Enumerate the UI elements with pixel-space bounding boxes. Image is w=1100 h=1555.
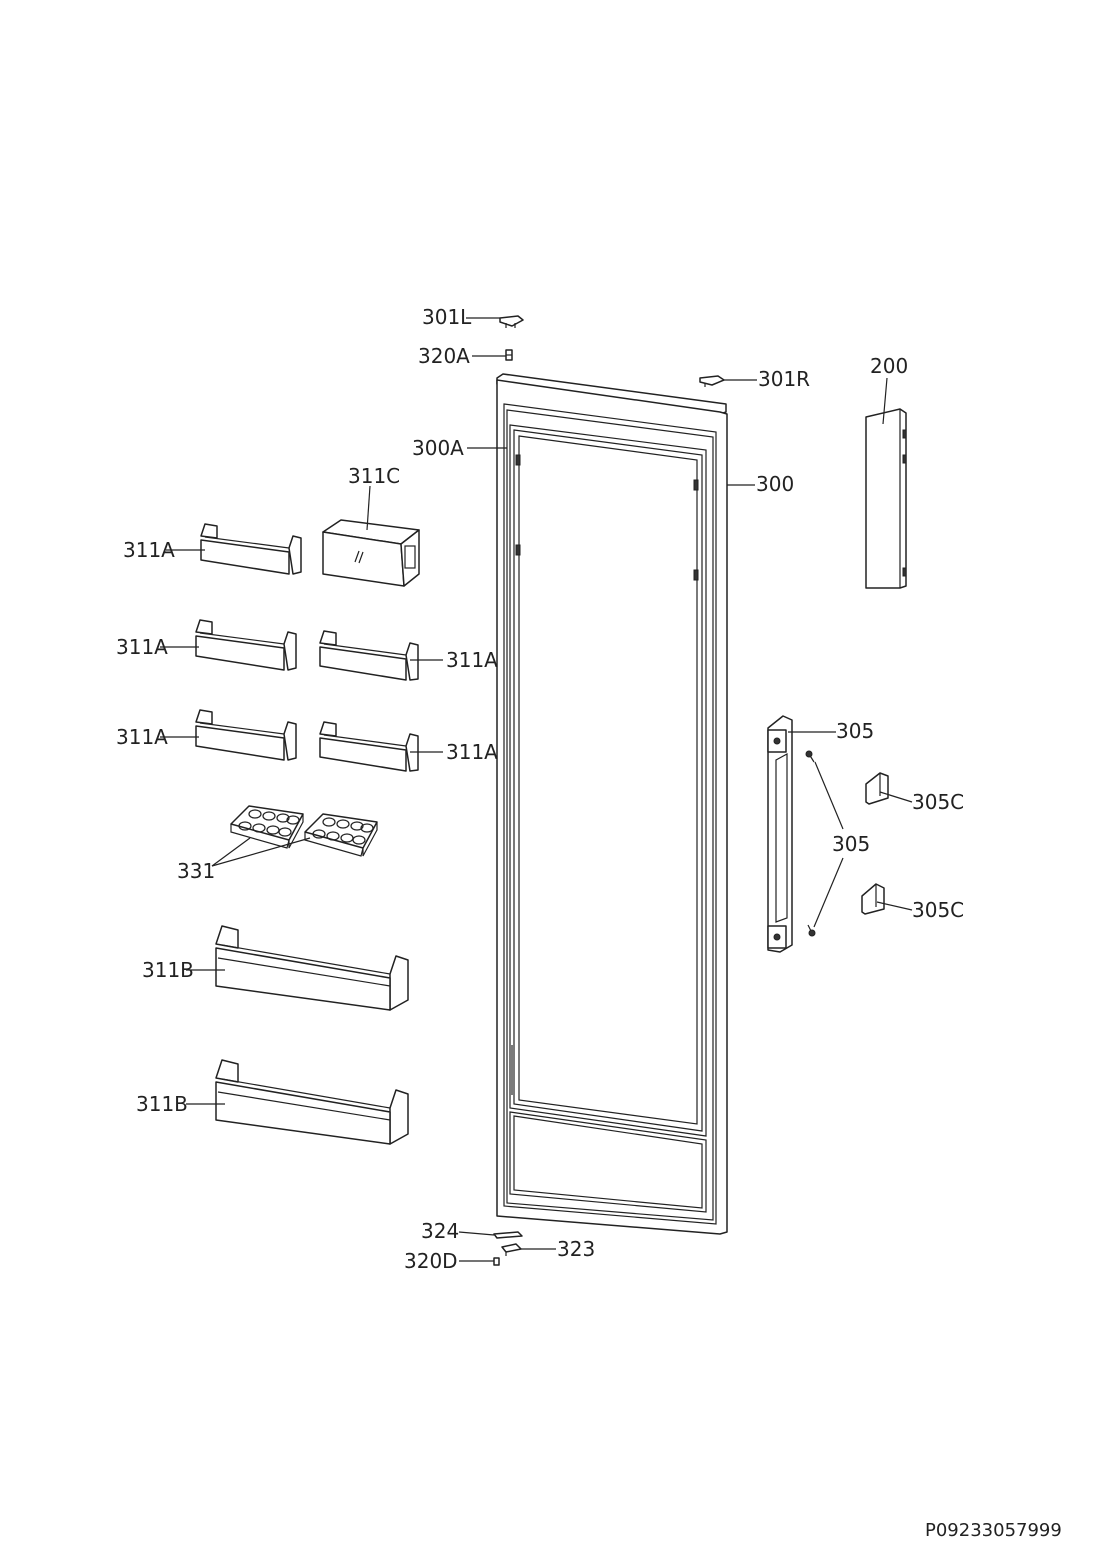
part-305C-cap	[865, 772, 889, 805]
label-311A: 311A	[116, 725, 168, 749]
label-311A: 311A	[446, 648, 498, 672]
part-320D-icon	[493, 1257, 500, 1266]
door-panel	[496, 373, 728, 1235]
label-200: 200	[870, 354, 908, 378]
door-bins-311B	[215, 925, 409, 1145]
part-311C-box	[322, 519, 420, 587]
label-301R: 301R	[758, 367, 810, 391]
label-300A: 300A	[412, 436, 464, 460]
label-311C: 311C	[348, 464, 400, 488]
door-bins-311A	[195, 523, 419, 772]
label-311A: 311A	[116, 635, 168, 659]
part-324-icon	[493, 1231, 523, 1239]
label-320D: 320D	[404, 1249, 458, 1273]
label-311A: 311A	[123, 538, 175, 562]
egg-trays-331	[230, 805, 378, 857]
egg-tray-331	[230, 805, 304, 849]
door-bin-311A	[200, 523, 302, 575]
door-bin-311B	[215, 1059, 409, 1145]
screw-icon	[805, 750, 815, 763]
leader-lines	[160, 317, 913, 1262]
label-305: 305	[832, 832, 870, 856]
egg-tray-331	[304, 813, 378, 857]
door-bin-311A	[319, 630, 419, 681]
label-305C: 305C	[912, 898, 964, 922]
door-bin-311B	[215, 925, 409, 1011]
door-bin-311A	[195, 619, 297, 671]
part-200-panel	[865, 408, 907, 589]
label-305C: 305C	[912, 790, 964, 814]
part-305-handle	[767, 715, 793, 953]
label-311B: 311B	[136, 1092, 188, 1116]
label-300: 300	[756, 472, 794, 496]
label-323: 323	[557, 1237, 595, 1261]
label-301L: 301L	[422, 305, 472, 329]
reference-number: P09233057999	[925, 1520, 1062, 1541]
label-320A: 320A	[418, 344, 470, 368]
part-320A-icon	[505, 349, 513, 361]
label-324: 324	[421, 1219, 459, 1243]
door-bin-311A	[195, 709, 297, 761]
part-305C-cap	[861, 883, 885, 915]
part-323-icon	[501, 1243, 522, 1256]
label-331: 331	[177, 859, 215, 883]
label-311B: 311B	[142, 958, 194, 982]
part-301R-icon	[699, 375, 725, 387]
door-bin-311A	[319, 721, 419, 772]
part-301L-icon	[499, 315, 524, 328]
screw-icon	[807, 924, 816, 937]
label-305: 305	[836, 719, 874, 743]
label-311A: 311A	[446, 740, 498, 764]
